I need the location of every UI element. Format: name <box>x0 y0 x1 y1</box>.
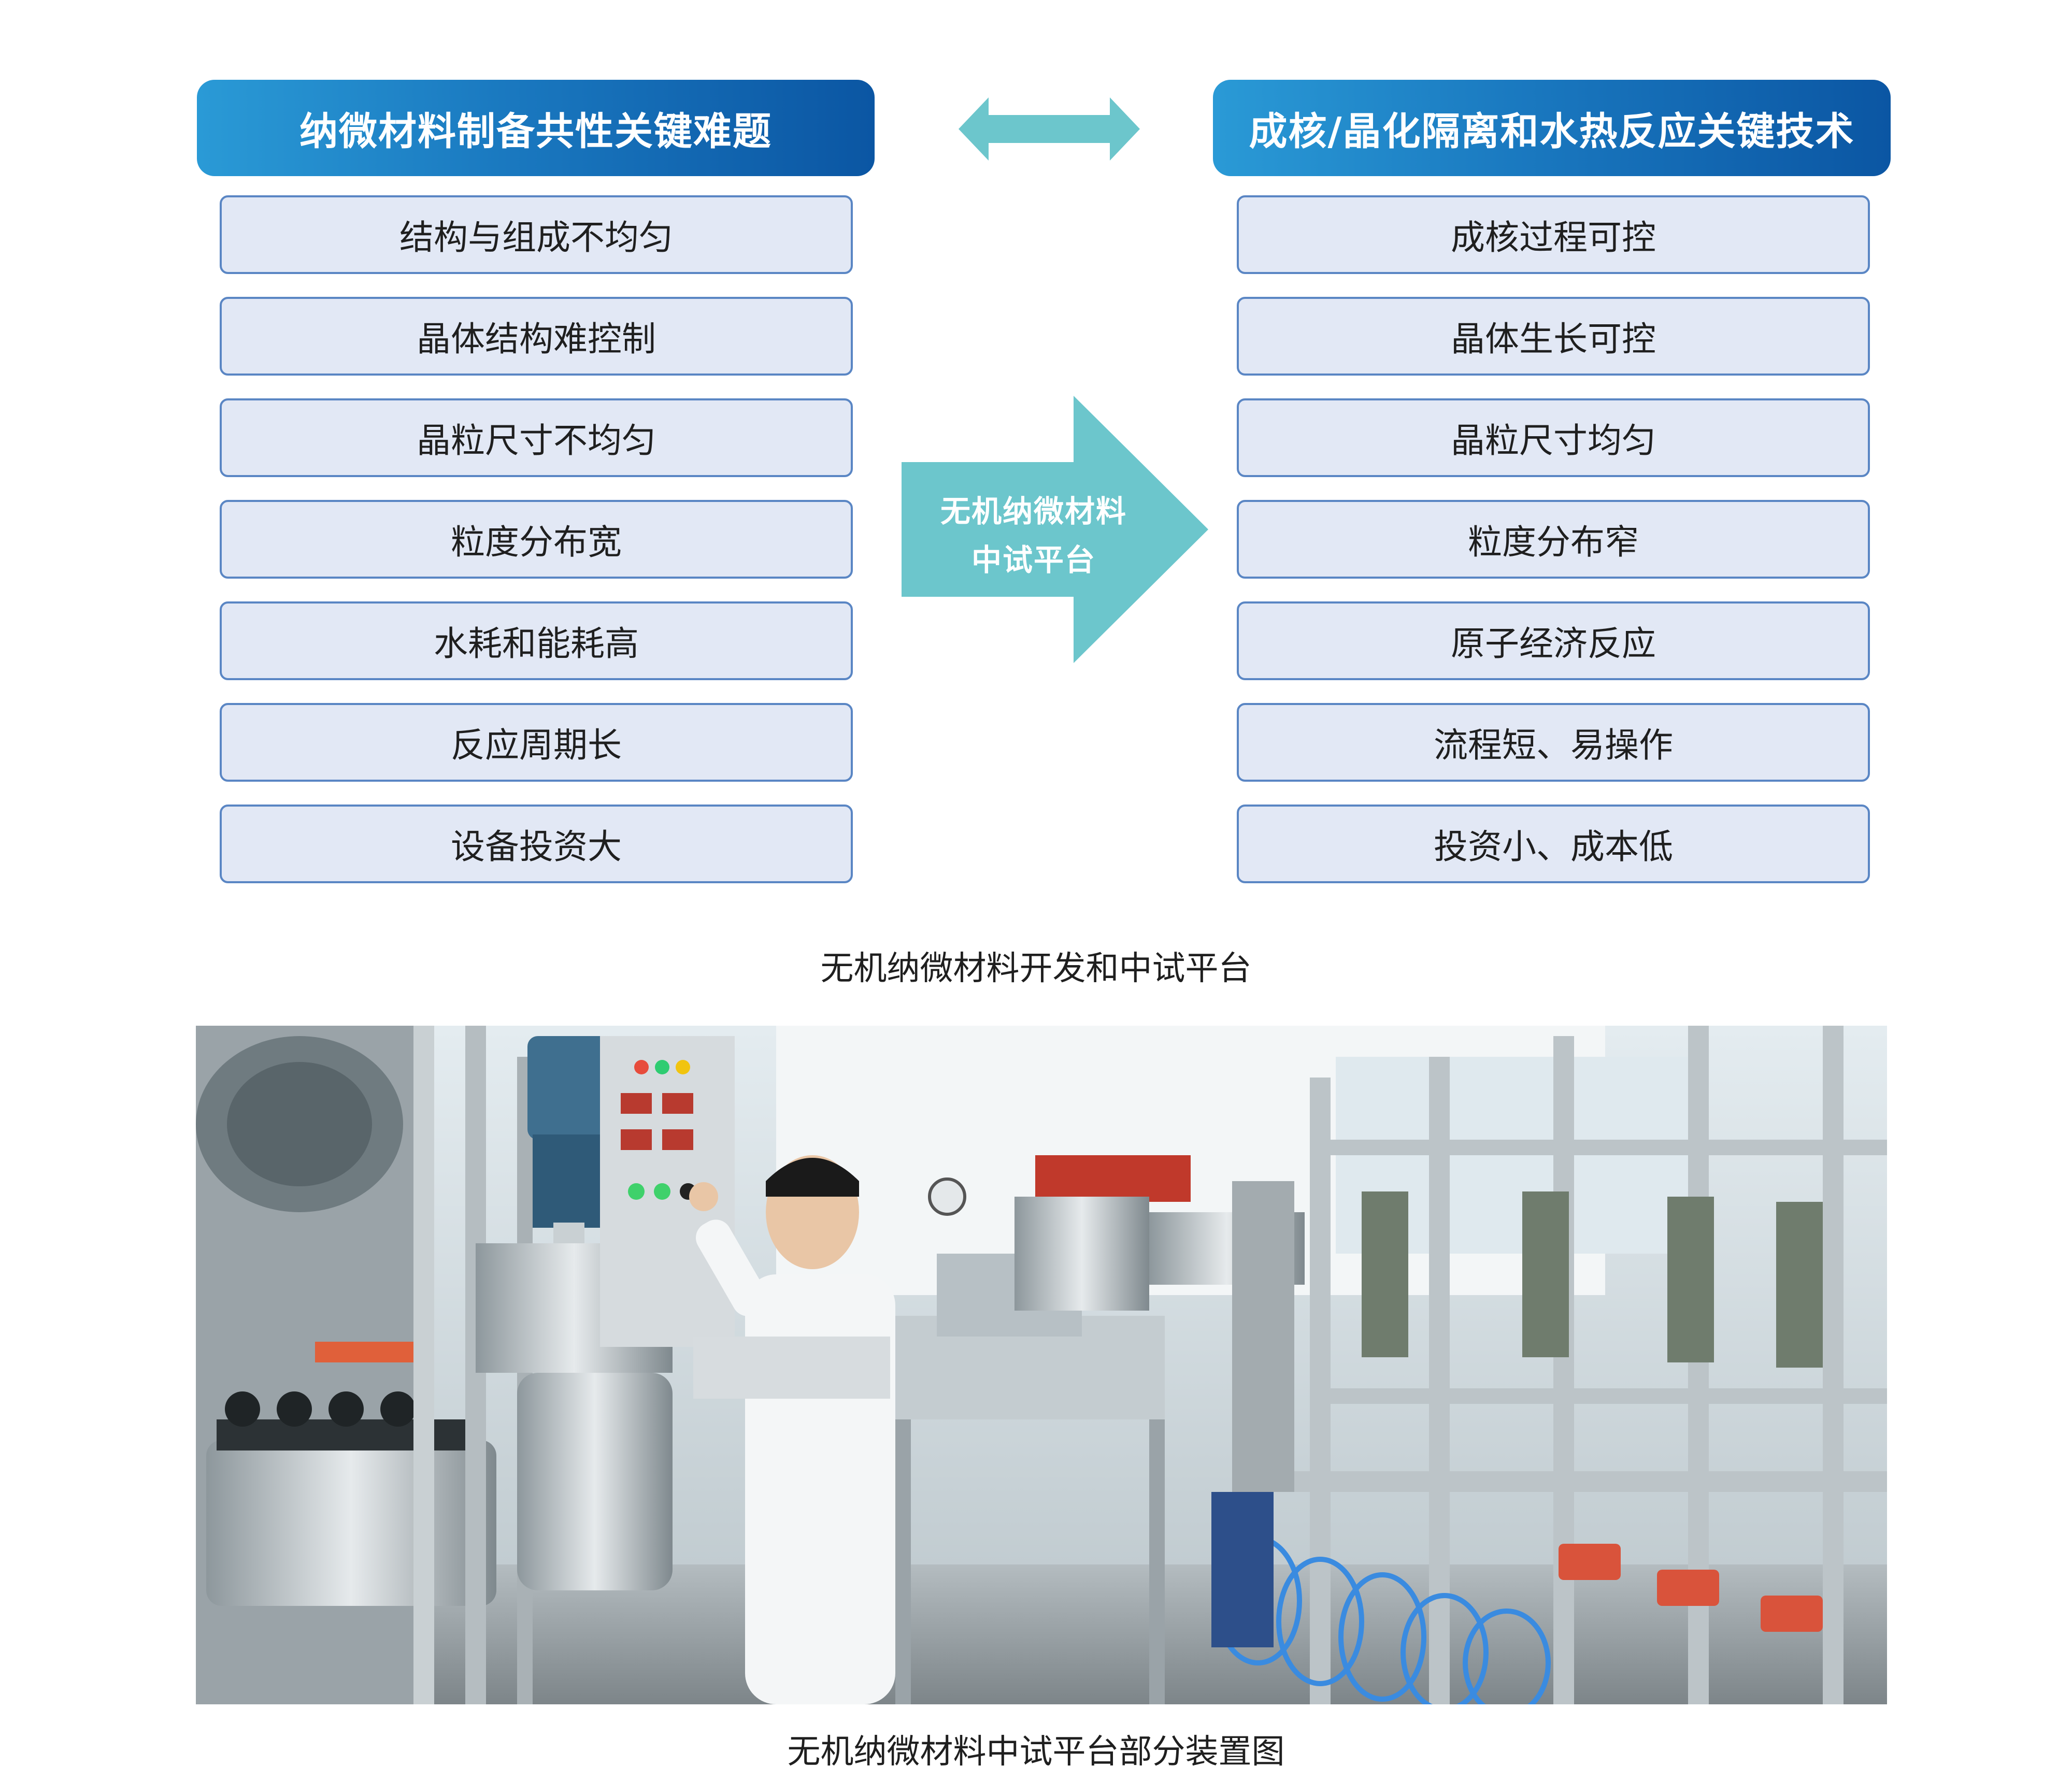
challenge-item: 晶体结构难控制 <box>220 297 853 376</box>
platform-arrow-icon <box>902 396 1208 663</box>
challenge-item: 粒度分布宽 <box>220 500 853 579</box>
challenge-item: 水耗和能耗高 <box>220 601 853 680</box>
right-header-technologies: 成核/晶化隔离和水热反应关键技术 <box>1213 80 1891 176</box>
equipment-photo-illustration <box>196 1026 1887 1704</box>
pilot-platform-photo <box>196 1026 1887 1704</box>
technology-item: 流程短、易操作 <box>1237 703 1870 782</box>
challenge-item: 反应周期长 <box>220 703 853 782</box>
diagram-caption: 无机纳微材料开发和中试平台 <box>820 950 1252 988</box>
technology-item: 投资小、成本低 <box>1237 805 1870 883</box>
left-challenge-list: 结构与组成不均匀 晶体结构难控制 晶粒尺寸不均匀 粒度分布宽 水耗和能耗高 反应… <box>220 195 853 906</box>
platform-label-line1: 无机纳微材料 <box>940 494 1127 529</box>
challenge-item: 晶粒尺寸不均匀 <box>220 398 853 477</box>
technology-item: 成核过程可控 <box>1237 195 1870 274</box>
technology-item: 晶体生长可控 <box>1237 297 1870 376</box>
left-header-challenges: 纳微材料制备共性关键难题 <box>197 80 875 176</box>
challenge-item: 设备投资大 <box>220 805 853 883</box>
technology-item: 粒度分布窄 <box>1237 500 1870 579</box>
technology-item: 晶粒尺寸均匀 <box>1237 398 1870 477</box>
technology-item: 原子经济反应 <box>1237 601 1870 680</box>
double-arrow-icon <box>959 97 1140 161</box>
photo-caption: 无机纳微材料中试平台部分装置图 <box>787 1733 1285 1771</box>
platform-label-line2: 中试平台 <box>971 542 1096 578</box>
platform-arrow-label: 无机纳微材料 中试平台 <box>912 487 1155 584</box>
right-technology-list: 成核过程可控 晶体生长可控 晶粒尺寸均匀 粒度分布窄 原子经济反应 流程短、易操… <box>1237 195 1870 906</box>
challenge-item: 结构与组成不均匀 <box>220 195 853 274</box>
